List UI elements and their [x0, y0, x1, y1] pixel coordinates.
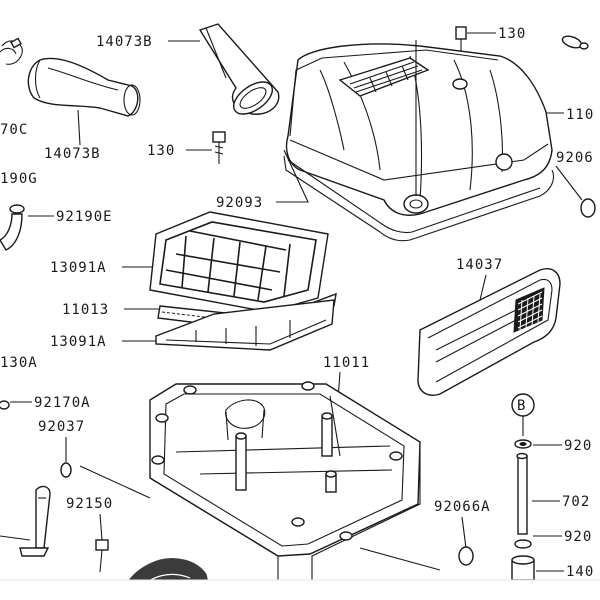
label-92037: 92037 [38, 419, 85, 435]
label-130a: 130A [0, 355, 38, 371]
label-11013: 11013 [62, 302, 109, 318]
drain-tube [0, 485, 51, 557]
label-13091a-top: 13091A [50, 260, 107, 276]
label-140: 140 [566, 564, 594, 580]
label-70c: 70C [0, 122, 28, 138]
washer-920-a [514, 439, 532, 449]
air-cleaner-upper-case [285, 40, 553, 216]
plug-9206-right [580, 198, 596, 218]
leader-92037-to-case [79, 465, 151, 499]
o-ring-92037 [60, 462, 72, 478]
label-920-a: 920 [564, 438, 592, 454]
label-92170a: 92170A [34, 395, 91, 411]
label-92093: 92093 [216, 195, 263, 211]
leader-92066a [461, 516, 467, 549]
side-cover-mesh [513, 287, 545, 333]
label-92066a: 92066A [434, 499, 491, 515]
cap-140 [511, 555, 535, 581]
label-11011: 11011 [323, 355, 370, 371]
label-14073b-top: 14073B [96, 34, 153, 50]
leader-14073b-mid [77, 109, 81, 146]
ring-92170a [0, 400, 10, 410]
label-92190e: 92190E [56, 209, 113, 225]
leader-14037 [479, 274, 487, 301]
air-cleaner-lower-case [149, 381, 421, 600]
label-110-right: 110 [566, 107, 594, 123]
leader-92150 [99, 513, 103, 541]
label-9206-right: 9206 [556, 150, 594, 166]
leader-9206-right [555, 165, 583, 201]
stud-702 [516, 452, 528, 535]
grommet-92066a [458, 546, 474, 566]
label-92150: 92150 [66, 496, 113, 512]
intake-duct-upper [198, 23, 280, 115]
bolt-92150 [95, 539, 109, 573]
label-920-b: 920 [564, 529, 592, 545]
washer-920-b [514, 539, 532, 549]
label-190g: 190G [0, 171, 38, 187]
bolt-130-mid [212, 131, 226, 164]
leader-case-to-bottom-right [359, 547, 441, 571]
intake-duct-funnel [27, 57, 141, 117]
filter-frame-bottom [155, 299, 335, 351]
plug-top-right [561, 35, 589, 50]
gasket-92093-inner [287, 159, 541, 234]
leader-92093 [276, 149, 309, 203]
label-130-mid: 130 [147, 143, 175, 159]
label-130-top: 130 [498, 26, 526, 42]
label-13091a-bot: 13091A [50, 334, 107, 350]
filter-frame-top [149, 211, 329, 313]
breather-hose [0, 204, 25, 251]
label-b: B [517, 398, 526, 414]
side-cover-14037 [417, 268, 561, 396]
label-14037: 14037 [456, 257, 503, 273]
label-14073b-mid: 14073B [44, 146, 101, 162]
page-bottom-margin [0, 580, 600, 600]
hose-clamp-top-left [0, 37, 23, 65]
gasket-92093 [283, 155, 555, 242]
label-702: 702 [562, 494, 590, 510]
